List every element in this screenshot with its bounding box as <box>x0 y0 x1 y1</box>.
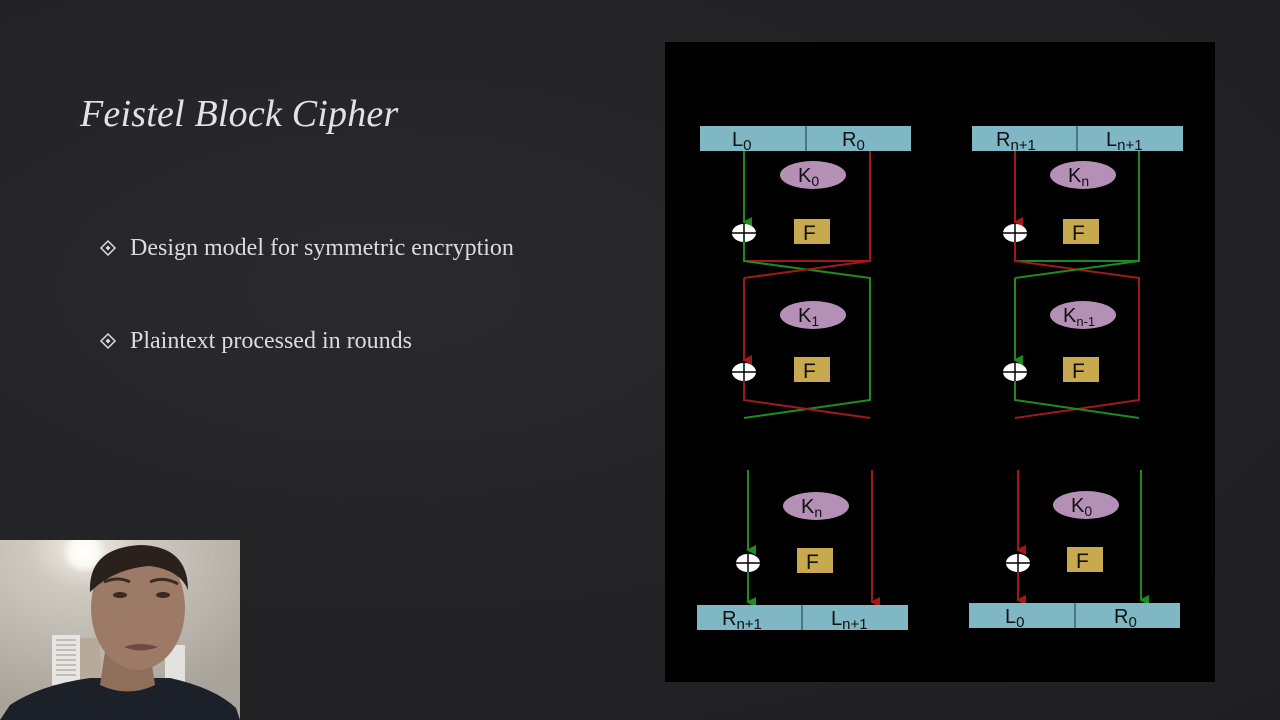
svg-text:F: F <box>1072 360 1085 383</box>
key-k0 <box>1053 491 1119 519</box>
xor-icon <box>732 224 756 242</box>
bullet-item: Plaintext processed in rounds <box>98 321 514 361</box>
xor-icon <box>732 363 756 381</box>
presenter-webcam <box>0 540 240 720</box>
svg-text:K0: K0 <box>798 165 819 189</box>
encryption-output-block: Rn+1 Ln+1 <box>697 605 908 633</box>
feistel-diagram: L0 R0 K0 F <box>665 42 1215 682</box>
decryption-diagram: Rn+1 Ln+1 Kn F <box>969 126 1183 631</box>
key-k0 <box>780 161 846 189</box>
svg-text:L0: L0 <box>1005 606 1024 631</box>
svg-text:R0: R0 <box>842 129 865 154</box>
svg-text:Rn+1: Rn+1 <box>996 129 1036 154</box>
svg-text:Kn: Kn <box>1068 165 1089 189</box>
svg-text:F: F <box>806 551 819 574</box>
svg-text:K0: K0 <box>1071 495 1092 519</box>
svg-text:L0: L0 <box>732 129 751 154</box>
svg-text:F: F <box>1076 550 1089 573</box>
slide-title: Feistel Block Cipher <box>80 93 399 135</box>
encryption-input-block: L0 R0 <box>700 126 911 154</box>
key-kn-minus-1 <box>1050 301 1116 329</box>
f-function-box <box>794 357 830 382</box>
key-k1 <box>780 301 846 329</box>
diamond-bullet-icon <box>99 239 117 257</box>
svg-text:F: F <box>803 360 816 383</box>
svg-text:F: F <box>1072 222 1085 245</box>
encryption-diagram: L0 R0 K0 F <box>697 126 911 633</box>
f-function-box <box>797 548 833 573</box>
f-function-box <box>1067 547 1103 572</box>
bullet-text: Plaintext processed in rounds <box>130 327 412 354</box>
svg-text:Ln+1: Ln+1 <box>1106 129 1143 154</box>
xor-icon <box>1003 224 1027 242</box>
xor-icon <box>1003 363 1027 381</box>
f-function-box <box>1063 357 1099 382</box>
diamond-bullet-icon <box>99 332 117 350</box>
f-function-box <box>1063 219 1099 244</box>
bullet-text: Design model for symmetric encryption <box>130 234 514 261</box>
bullet-item: Design model for symmetric encryption <box>98 228 514 268</box>
xor-icon <box>1006 554 1030 572</box>
svg-text:K1: K1 <box>798 305 819 329</box>
key-kn <box>1050 161 1116 189</box>
svg-text:Kn: Kn <box>801 496 822 520</box>
xor-icon <box>736 554 760 572</box>
svg-text:Rn+1: Rn+1 <box>722 608 762 633</box>
svg-text:F: F <box>803 222 816 245</box>
presenter-video-frame <box>0 540 240 720</box>
decryption-input-block: Rn+1 Ln+1 <box>972 126 1183 154</box>
svg-text:R0: R0 <box>1114 606 1137 631</box>
decryption-output-block: L0 R0 <box>969 603 1180 631</box>
svg-text:Kn-1: Kn-1 <box>1063 305 1095 329</box>
key-kn <box>783 492 849 520</box>
svg-text:Ln+1: Ln+1 <box>831 608 868 633</box>
bullet-list: Design model for symmetric encryption Pl… <box>98 228 514 414</box>
f-function-box <box>794 219 830 244</box>
